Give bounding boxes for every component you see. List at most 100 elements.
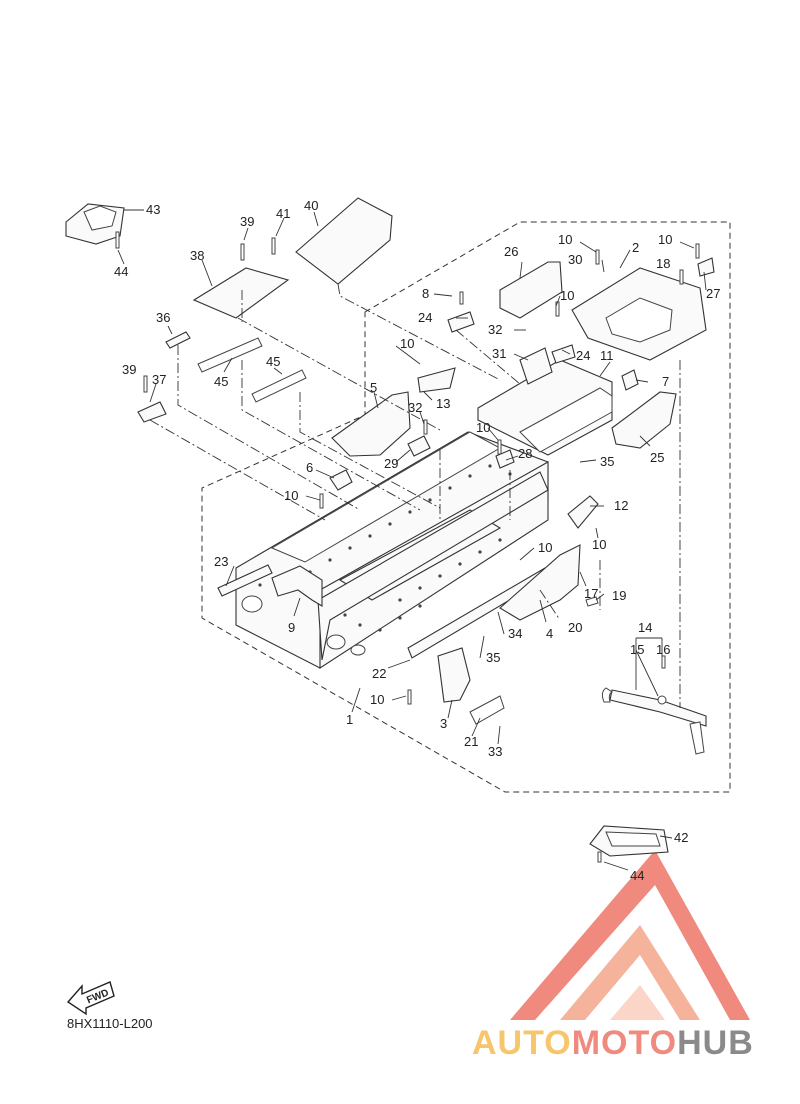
part-27-clip [697, 257, 715, 277]
part-12-bracket [567, 495, 599, 529]
part-24-plate-a [447, 311, 475, 333]
callout-25: 25 [650, 450, 664, 465]
leader-lines [117, 209, 707, 871]
part-14-tube-assembly [601, 687, 707, 755]
callout-34: 34 [508, 626, 522, 641]
part-26-plate [499, 261, 563, 319]
part-3-bracket [437, 647, 471, 703]
callout-36: 36 [156, 310, 170, 325]
callout-42: 42 [674, 830, 688, 845]
callout-6: 6 [306, 460, 313, 475]
callout-13: 13 [436, 396, 450, 411]
callout-9: 9 [288, 620, 295, 635]
part-43-box [65, 203, 125, 245]
part-7-bracket [621, 369, 639, 391]
part-36-bar [165, 331, 191, 349]
callout-3: 3 [440, 716, 447, 731]
part-5-bracket [331, 391, 411, 457]
callout-10d: 10 [560, 288, 574, 303]
callout-10c: 10 [658, 232, 672, 247]
callout-1: 1 [346, 712, 353, 727]
fasteners [115, 231, 700, 863]
callout-29: 29 [384, 456, 398, 471]
part-6-bracket [329, 469, 353, 491]
part-25-plate [611, 391, 677, 449]
callout-22: 22 [372, 666, 386, 681]
callout-10g: 10 [538, 540, 552, 555]
callout-35b: 35 [600, 454, 614, 469]
callout-33: 33 [488, 744, 502, 759]
callout-31: 31 [492, 346, 506, 361]
callout-37: 37 [152, 372, 166, 387]
callout-23: 23 [214, 554, 228, 569]
callout-45b: 45 [266, 354, 280, 369]
callout-38: 38 [190, 248, 204, 263]
part-2-tray [571, 267, 707, 361]
part-21-plate [469, 695, 505, 725]
callout-19: 19 [612, 588, 626, 603]
part-9-bracket [271, 565, 323, 607]
part-45-strip-b [251, 369, 307, 403]
callout-41: 41 [276, 206, 290, 221]
part-45-strip-a [197, 337, 263, 373]
callout-10h: 10 [592, 537, 606, 552]
callout-21: 21 [464, 734, 478, 749]
callout-16: 16 [656, 642, 670, 657]
assembly-lines [149, 283, 681, 708]
callout-39a: 39 [240, 214, 254, 229]
callout-24b: 24 [576, 348, 590, 363]
watermark-hub: HUB [677, 1024, 754, 1062]
part-24-plate-b [551, 344, 576, 364]
fwd-arrow: FWD [66, 981, 115, 1016]
diagram-code: 8HX1110-L200 [67, 1016, 153, 1031]
watermark-logo [510, 850, 750, 1020]
callout-35a: 35 [486, 650, 500, 665]
assembly-boundary [201, 221, 731, 793]
callout-15: 15 [630, 642, 644, 657]
part-37-clip [137, 401, 167, 423]
part-29-bracket [407, 435, 431, 457]
callout-10i: 10 [370, 692, 384, 707]
callout-24a: 24 [418, 310, 432, 325]
callout-40: 40 [304, 198, 318, 213]
callout-17: 17 [584, 586, 598, 601]
callout-7: 7 [662, 374, 669, 389]
callout-27: 27 [706, 286, 720, 301]
watermark-moto: MOTO [572, 1024, 677, 1062]
callout-30: 30 [568, 252, 582, 267]
callout-32a: 32 [488, 322, 502, 337]
part-42-box [589, 825, 669, 857]
callout-39b: 39 [122, 362, 136, 377]
callout-11: 11 [600, 348, 614, 363]
watermark-text: AUTOMOTOHUB [472, 1024, 754, 1062]
callout-44a: 44 [114, 264, 128, 279]
part-4-bracket [499, 544, 581, 621]
callout-43: 43 [146, 202, 160, 217]
callout-2: 2 [632, 240, 639, 255]
callout-labels: 1 2 3 4 5 6 7 8 9 10 10 10 10 10 10 10 1… [114, 198, 720, 883]
callout-4: 4 [546, 626, 553, 641]
callout-5: 5 [370, 380, 377, 395]
watermark-auto: AUTO [472, 1024, 572, 1062]
callout-45a: 45 [214, 374, 228, 389]
main-frame [235, 431, 549, 670]
callout-28: 28 [518, 446, 532, 461]
callout-10a: 10 [400, 336, 414, 351]
callout-26: 26 [504, 244, 518, 259]
callout-20: 20 [568, 620, 582, 635]
part-23-rail [217, 564, 273, 597]
callout-12: 12 [614, 498, 628, 513]
callout-44b: 44 [630, 868, 644, 883]
callout-10e: 10 [284, 488, 298, 503]
part-38-plate [192, 267, 290, 319]
callout-32b: 32 [408, 400, 422, 415]
part-31-bracket [519, 347, 553, 385]
part-13-bracket [417, 367, 456, 393]
callout-10b: 10 [558, 232, 572, 247]
callout-8: 8 [422, 286, 429, 301]
callout-18: 18 [656, 256, 670, 271]
callout-14: 14 [638, 620, 652, 635]
part-40-plate [295, 197, 393, 285]
callout-10f: 10 [476, 420, 490, 435]
